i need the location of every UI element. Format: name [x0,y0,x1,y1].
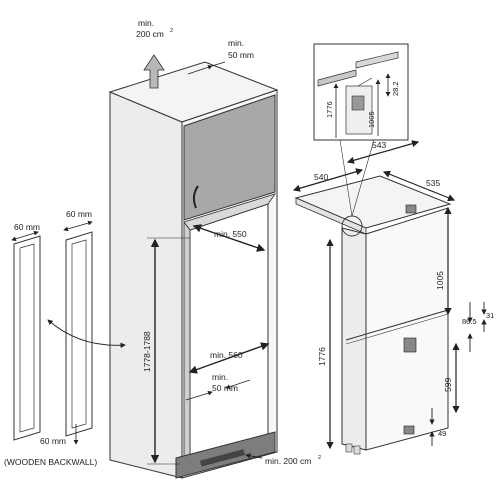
strip-right-label: 60 mm [66,209,92,219]
tall-cabinet [108,61,279,479]
dim-86-5-label: 86.5 [462,317,477,326]
top-gap-label: min. [228,38,244,48]
plinth-vent-label: min. 200 cm [265,456,311,466]
niche-opening [189,203,269,463]
fridge [294,175,452,455]
dim-1005-label: 1005 [435,271,445,290]
detail-inset [313,43,409,217]
rear-gap-label: min. [212,372,228,382]
backwall-strips [13,231,93,441]
niche-height-label: 1778-1788 [142,331,152,372]
niche-inner-side [183,220,191,472]
fridge-front [365,207,449,451]
strip-left-label: 60 mm [14,222,40,232]
dim-540-label: 540 [314,172,328,182]
plinth-vent-sup: 2 [318,455,321,461]
vent-top-label: min. [138,18,154,28]
strip-placement-arrow [47,319,126,348]
door-handle [192,185,199,209]
dim-599-label: 599 [443,378,453,392]
width-560-label: min. 560 [210,350,243,360]
upper-door-panel [183,94,276,221]
hinge-low [403,425,415,435]
hinge-mid [403,337,417,353]
vent-top-value: 200 cm [136,29,164,39]
dim-31-label: 31 [486,311,494,320]
dim-535-label: 535 [426,178,440,188]
strip-bottom-label: 60 mm [40,436,66,446]
niche-inner-top [183,193,276,231]
top-ventilation-arrow [143,54,165,89]
top-gap-value: 50 mm [228,50,254,60]
dim-543-label: 543 [372,140,386,150]
inset-1005-label: 1005 [367,111,376,128]
inset-28-2-label: 28.2 [391,81,400,96]
wooden-backwall-label: (WOODEN BACKWALL) [4,457,97,467]
depth-550-label: min. 550 [214,229,247,239]
cabinet-side-panel [109,91,183,479]
hinge-top [405,204,417,214]
rear-gap-value: 50 mm [212,383,238,393]
plinth-vent-grille [199,449,245,467]
vent-top-sup: 2 [170,28,173,34]
dim-49-label: 49 [438,429,446,438]
dim-1776-label: 1776 [317,347,327,366]
inset-1776-label: 1776 [325,101,334,118]
